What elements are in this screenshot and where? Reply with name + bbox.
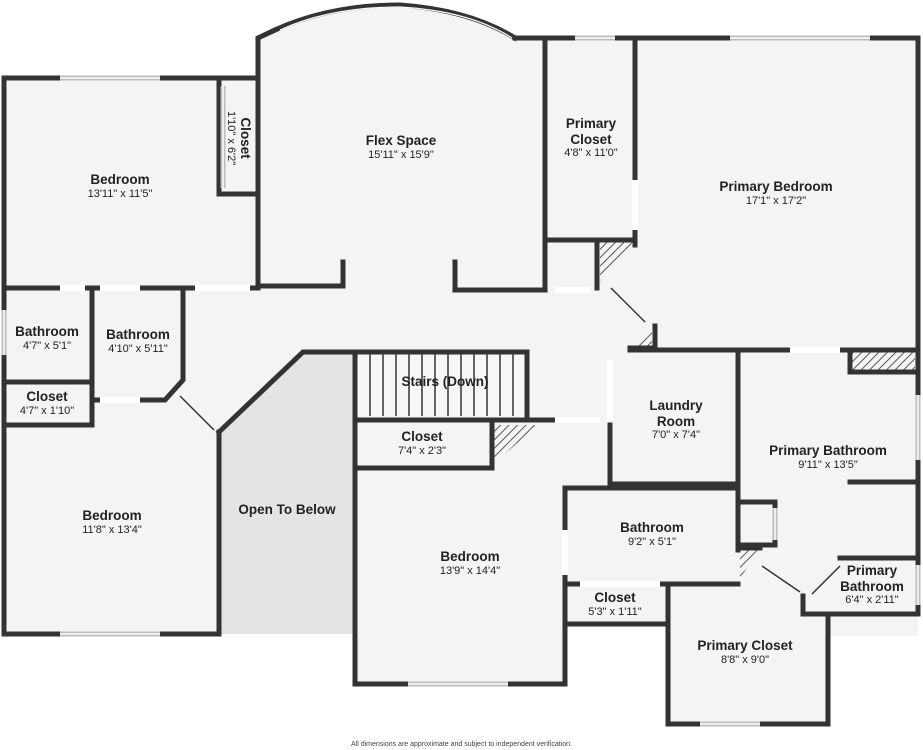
room-primary-bathroom: Primary Bathroom 9'11" x 13'5" (758, 443, 898, 471)
hatch-closet-mid (492, 425, 538, 465)
room-primary-closet-top: Primary Closet 4'8" x 11'0" (548, 116, 634, 160)
room-bedroom-sw: Bedroom 11'8" x 13'4" (62, 508, 162, 536)
room-name: Closet (238, 117, 254, 159)
room-dimensions: 4'10" x 5'11" (108, 342, 168, 355)
room-name: Stairs (Down) (401, 374, 489, 389)
windows (1, 6, 921, 727)
room-name: Closet (26, 389, 68, 404)
room-dimensions: 1'10" x 6'2" (225, 110, 238, 166)
room-dimensions: 13'11" x 11'5" (87, 187, 153, 200)
room-name: Primary Closet (565, 116, 617, 147)
doors (60, 180, 841, 595)
room-name: Bathroom (15, 324, 79, 339)
room-name: Primary Bathroom (769, 443, 887, 458)
room-dimensions: 4'8" x 11'0" (564, 147, 618, 160)
room-bedroom-s: Bedroom 13'9" x 14'4" (420, 549, 520, 577)
room-name: Primary Bathroom (840, 563, 904, 594)
room-name: Primary Closet (697, 638, 793, 653)
room-primary-closet-bottom: Primary Closet 8'8" x 9'0" (680, 638, 810, 666)
room-name: Bedroom (90, 172, 150, 187)
room-name: Closet (594, 590, 636, 605)
room-dimensions: 4'7" x 5'1" (22, 339, 72, 352)
hatch-closet-primary (600, 242, 633, 283)
room-laundry: Laundry Room 7'0" x 7'4" (630, 398, 722, 442)
room-name: Open To Below (238, 502, 336, 517)
open-to-below-area (219, 352, 355, 634)
room-dimensions: 9'11" x 13'5" (798, 458, 858, 471)
room-bathroom-w2: Bathroom 4'10" x 5'11" (97, 327, 179, 355)
room-name: Laundry Room (649, 398, 703, 429)
hatch-primary-bath (849, 350, 915, 370)
room-dimensions: 9'2" x 5'1" (627, 535, 677, 548)
room-dimensions: 8'8" x 9'0" (720, 653, 770, 666)
stairs (355, 352, 527, 418)
room-dimensions: 7'4" x 2'3" (397, 444, 447, 457)
room-dimensions: 17'1" x 17'2" (745, 194, 807, 207)
room-name: Bedroom (440, 549, 500, 564)
room-dimensions: 11'8" x 13'4" (82, 523, 142, 536)
room-primary-bathroom-small: Primary Bathroom 6'4" x 2'11" (824, 563, 920, 607)
room-closet-s: Closet 5'3" x 1'11" (572, 590, 658, 618)
room-closet-nw: Closet 1'10" x 6'2" (225, 88, 254, 188)
room-closet-w: Closet 4'7" x 1'10" (6, 389, 88, 417)
room-dimensions: 6'4" x 2'11" (845, 594, 899, 607)
room-name: Closet (401, 429, 443, 444)
room-name: Bathroom (106, 327, 170, 342)
room-bathroom-s: Bathroom 9'2" x 5'1" (602, 520, 702, 548)
room-bathroom-w1: Bathroom 4'7" x 5'1" (6, 324, 88, 352)
room-dimensions: 13'9" x 14'4" (439, 564, 501, 577)
room-dimensions: 5'3" x 1'11" (588, 605, 642, 618)
room-dimensions: 4'7" x 1'10" (19, 404, 75, 417)
room-flex-space: Flex Space 15'11" x 15'9" (351, 133, 451, 161)
room-open-to-below: Open To Below (222, 502, 352, 518)
room-dimensions: 7'0" x 7'4" (651, 429, 701, 442)
room-primary-bedroom: Primary Bedroom 17'1" x 17'2" (706, 179, 846, 207)
room-name: Flex Space (365, 133, 437, 148)
room-name: Bathroom (620, 520, 684, 535)
hatch-laundry-corner (632, 326, 652, 348)
room-dimensions: 15'11" x 15'9" (368, 148, 434, 161)
room-stairs: Stairs (Down) (390, 374, 500, 390)
disclaimer-footer: All dimensions are approximate and subje… (350, 741, 573, 748)
room-name: Primary Bedroom (719, 179, 833, 194)
room-bedroom-nw: Bedroom 13'11" x 11'5" (70, 172, 170, 200)
hatch-primary-closet (740, 550, 760, 578)
room-name: Bedroom (82, 508, 142, 523)
room-closet-mid: Closet 7'4" x 2'3" (372, 429, 472, 457)
